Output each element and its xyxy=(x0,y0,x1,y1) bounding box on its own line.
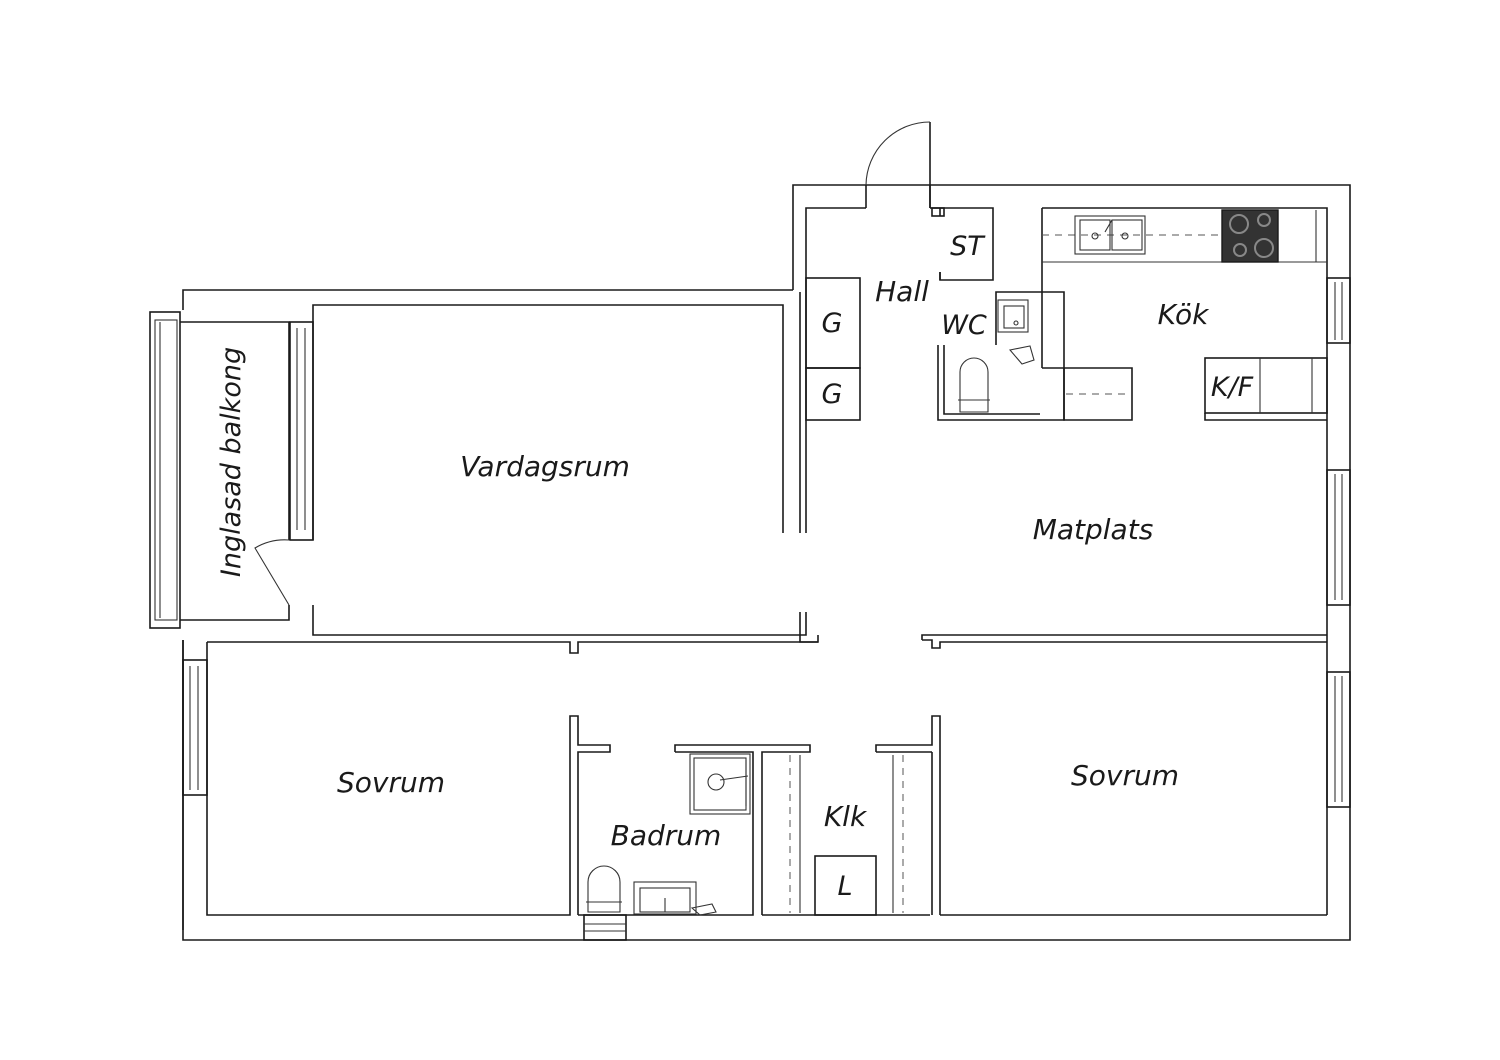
bathroom xyxy=(578,744,811,941)
dining-area xyxy=(921,634,1327,649)
label-klk: Klk xyxy=(824,800,868,833)
right-windows xyxy=(1326,277,1351,808)
label-g-bottom: G xyxy=(822,379,843,410)
wc-room xyxy=(937,291,1065,421)
label-l: L xyxy=(837,871,852,902)
kitchen xyxy=(1041,208,1328,421)
left-bedroom xyxy=(182,640,818,930)
label-st: ST xyxy=(950,231,986,262)
balcony xyxy=(149,311,290,629)
entrance-door xyxy=(865,121,945,217)
label-badrum: Badrum xyxy=(611,819,722,852)
label-sovrum-right: Sovrum xyxy=(1071,759,1179,792)
closets xyxy=(805,277,861,421)
label-kok: Kök xyxy=(1158,298,1210,331)
label-inglasad-balkong: Inglasad balkong xyxy=(216,347,247,577)
walk-in-closet xyxy=(762,715,941,916)
label-sovrum-left: Sovrum xyxy=(337,766,445,799)
label-vardagsrum: Vardagsrum xyxy=(460,450,630,483)
label-g-top: G xyxy=(822,308,843,339)
living-room xyxy=(289,304,819,643)
label-matplats: Matplats xyxy=(1033,513,1154,546)
label-kf: K/F xyxy=(1211,372,1254,403)
label-hall: Hall xyxy=(875,275,929,308)
label-wc: WC xyxy=(941,310,987,341)
